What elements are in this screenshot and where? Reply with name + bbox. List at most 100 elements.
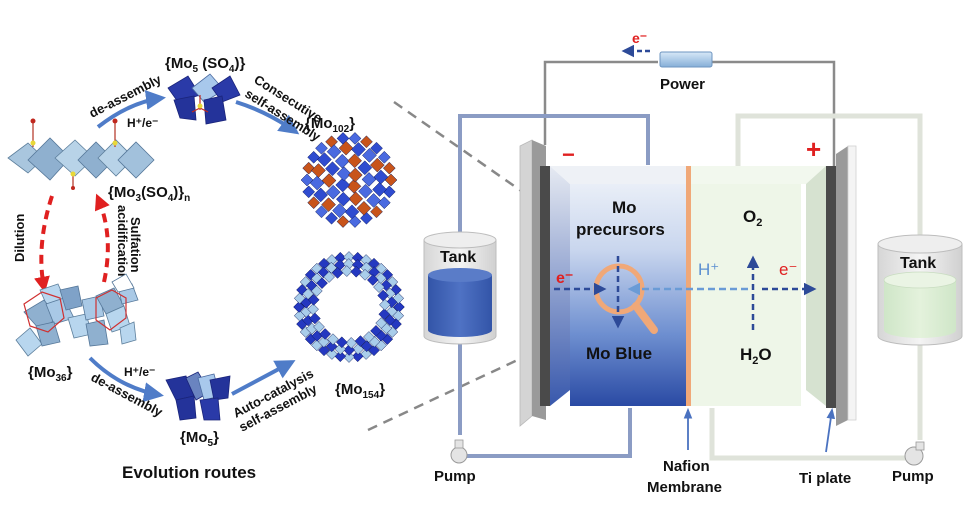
polyhedron	[321, 173, 337, 188]
polyhedron	[373, 281, 385, 293]
polyhedron	[350, 265, 363, 278]
polyhedron	[344, 204, 360, 220]
polyhedron	[325, 161, 340, 177]
polyhedron	[311, 163, 326, 178]
polyhedron	[293, 301, 305, 313]
label-electron-top: e⁻	[632, 30, 647, 46]
polyhedron	[307, 293, 320, 306]
cathode-inlet-pipe	[458, 114, 650, 238]
label-mo-precursors-line1: Mo	[612, 198, 637, 217]
polyhedron	[326, 144, 342, 160]
label-electron-anode: e⁻	[779, 260, 797, 279]
label-dilution: Dilution	[12, 214, 27, 262]
left-pump	[450, 439, 468, 464]
anode-inlet-pipe	[735, 113, 923, 240]
label-nafion: Nafion	[663, 458, 710, 475]
label-left-pump: Pump	[434, 468, 476, 485]
label-sulfation: Sulfation	[128, 217, 143, 273]
cathode-ti-plate	[540, 166, 550, 406]
polyhedron	[366, 193, 381, 208]
polyhedron	[379, 298, 391, 311]
polyhedron	[334, 153, 350, 169]
polyhedron	[370, 205, 383, 219]
polyhedron	[369, 157, 385, 173]
polyhedron	[302, 185, 316, 199]
polyhedron	[348, 191, 364, 207]
label-bottom-condition: H⁺/e⁻	[124, 365, 155, 379]
polyhedron	[345, 337, 358, 349]
label-acidification: acidification	[115, 205, 130, 281]
label-power: Power	[660, 76, 705, 93]
anode-chamber	[691, 166, 826, 406]
panel-title-evolution-routes: Evolution routes	[122, 463, 256, 482]
polyhedron	[335, 177, 351, 193]
polyhedron	[360, 211, 373, 225]
label-h2o: H2O	[740, 345, 772, 367]
polyhedron	[316, 277, 328, 290]
label-electron-cathode: e⁻	[556, 270, 573, 287]
polyhedron	[338, 140, 354, 156]
polyhedron	[348, 132, 362, 145]
polyhedron	[346, 178, 362, 194]
power-wire-left	[543, 60, 658, 145]
polyhedron	[307, 150, 321, 164]
polyhedron	[354, 335, 367, 347]
polyhedron	[335, 336, 348, 349]
polyhedron	[360, 135, 373, 149]
polyhedron	[313, 321, 325, 333]
polyhedron	[378, 308, 391, 321]
label-right-pump: Pump	[892, 468, 934, 485]
polyhedron	[307, 196, 321, 210]
polyhedron	[373, 169, 389, 185]
label-top-deassembly: de-assembly	[87, 71, 165, 120]
polyhedron	[319, 328, 332, 340]
polyhedron	[375, 317, 388, 329]
polyhedron	[377, 196, 391, 210]
polyhedron	[362, 148, 377, 163]
polyhedron	[327, 333, 339, 346]
polyhedron	[340, 265, 353, 277]
polyhedron	[356, 200, 372, 216]
polyhedron	[384, 314, 396, 326]
polyhedron	[326, 348, 338, 360]
power-supply	[659, 51, 713, 68]
polyhedron	[315, 141, 328, 155]
polyhedron	[382, 161, 396, 175]
polyhedron	[372, 182, 387, 197]
label-mo154: {Mo154}	[335, 381, 385, 401]
label-mo5-so4: {Mo5 (SO4)}	[165, 55, 245, 75]
label-top-condition: H⁺/e⁻	[127, 116, 158, 130]
label-right-tank: Tank	[900, 255, 936, 272]
cathode-return-pipe	[466, 408, 632, 458]
polyhedron	[315, 205, 328, 219]
polyhedron	[317, 152, 332, 167]
polyhedron	[357, 160, 373, 176]
label-mo3-so4-n: {Mo3(SO4)}n	[108, 184, 190, 204]
polyhedron	[358, 183, 373, 199]
anode-end-plate	[826, 145, 857, 426]
label-ti-plate: Ti plate	[799, 470, 851, 487]
polyhedron	[366, 274, 379, 286]
polyhedron	[370, 141, 383, 155]
polyhedron	[351, 142, 366, 157]
sulfation-arrow	[94, 193, 110, 283]
label-membrane: Membrane	[647, 479, 722, 496]
polyhedron	[318, 336, 330, 348]
bottom-deassembly-arrow	[88, 356, 164, 403]
polyhedron	[325, 184, 341, 200]
evolution-routes-panel: {Mo3(SO4)}n de-assembly H⁺/e⁻ {Mo5 (SO4)…	[7, 55, 405, 482]
polyhedron	[307, 303, 319, 316]
mo5-so4-structure	[167, 73, 241, 125]
electrolyzer-panel: e⁻ Power Tank Tank Pump	[423, 30, 963, 496]
anode-ti-plate	[826, 166, 836, 408]
polyhedron	[321, 197, 336, 212]
polyhedron	[370, 324, 382, 337]
polyhedron	[302, 288, 314, 300]
label-mo102: {Mo102}	[305, 115, 355, 135]
negative-terminal: −	[562, 142, 575, 167]
polyhedron	[347, 153, 362, 169]
ti-plate-pointer-arrow	[825, 407, 836, 453]
mo102-structure	[300, 132, 398, 228]
label-left-tank: Tank	[440, 249, 476, 266]
